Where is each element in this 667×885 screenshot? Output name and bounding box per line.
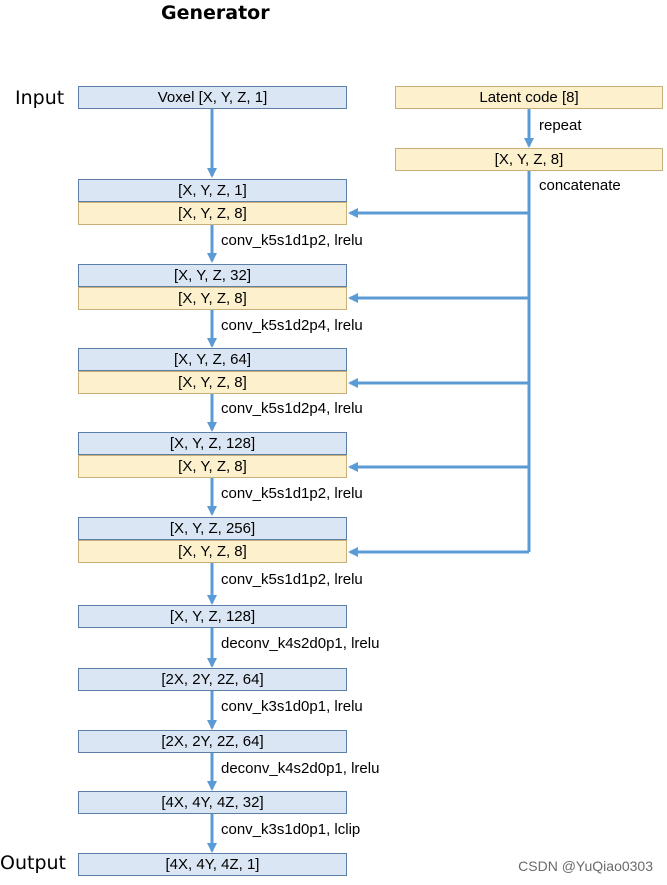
tail-2-op-label: conv_k3s1d0p1, lrelu [221,698,363,715]
stack-1-bottom-box: [X, Y, Z, 8] [78,202,347,225]
stack-3-op-label: conv_k5s1d2p4, lrelu [221,400,363,417]
repeat-label: repeat [539,117,582,134]
stack-5-top-box: [X, Y, Z, 256] [78,517,347,540]
latent-code-box: Latent code [8] [395,86,663,109]
stack-2-top-box: [X, Y, Z, 32] [78,264,347,287]
stack-2-bottom-box: [X, Y, Z, 8] [78,287,347,310]
output-box: [4X, 4Y, 4Z, 1] [78,853,347,876]
tail-3-op-label: deconv_k4s2d0p1, lrelu [221,760,380,777]
tail-2-box: [2X, 2Y, 2Z, 64] [78,668,347,691]
stack-1-top-box: [X, Y, Z, 1] [78,179,347,202]
stack-4-bottom-box: [X, Y, Z, 8] [78,455,347,478]
stack-5-bottom-box: [X, Y, Z, 8] [78,540,347,563]
stack-4-op-label: conv_k5s1d1p2, lrelu [221,485,363,502]
repeated-latent-box: [X, Y, Z, 8] [395,148,663,171]
diagram-title: Generator [161,2,270,24]
concatenate-label: concatenate [539,177,621,194]
voxel-input-box: Voxel [X, Y, Z, 1] [78,86,347,109]
stack-2-op-label: conv_k5s1d2p4, lrelu [221,317,363,334]
stack-1-op-label: conv_k5s1d1p2, lrelu [221,232,363,249]
stack-3-bottom-box: [X, Y, Z, 8] [78,371,347,394]
tail-3-box: [2X, 2Y, 2Z, 64] [78,730,347,753]
stack-5-op-label: conv_k5s1d1p2, lrelu [221,571,363,588]
watermark: CSDN @YuQiao0303 [518,858,653,874]
tail-4-box: [4X, 4Y, 4Z, 32] [78,791,347,814]
output-label: Output [0,852,66,874]
input-label: Input [15,87,65,109]
stack-4-top-box: [X, Y, Z, 128] [78,432,347,455]
tail-1-op-label: deconv_k4s2d0p1, lrelu [221,635,380,652]
stack-3-top-box: [X, Y, Z, 64] [78,348,347,371]
tail-4-op-label: conv_k3s1d0p1, lclip [221,821,361,838]
tail-1-box: [X, Y, Z, 128] [78,605,347,628]
